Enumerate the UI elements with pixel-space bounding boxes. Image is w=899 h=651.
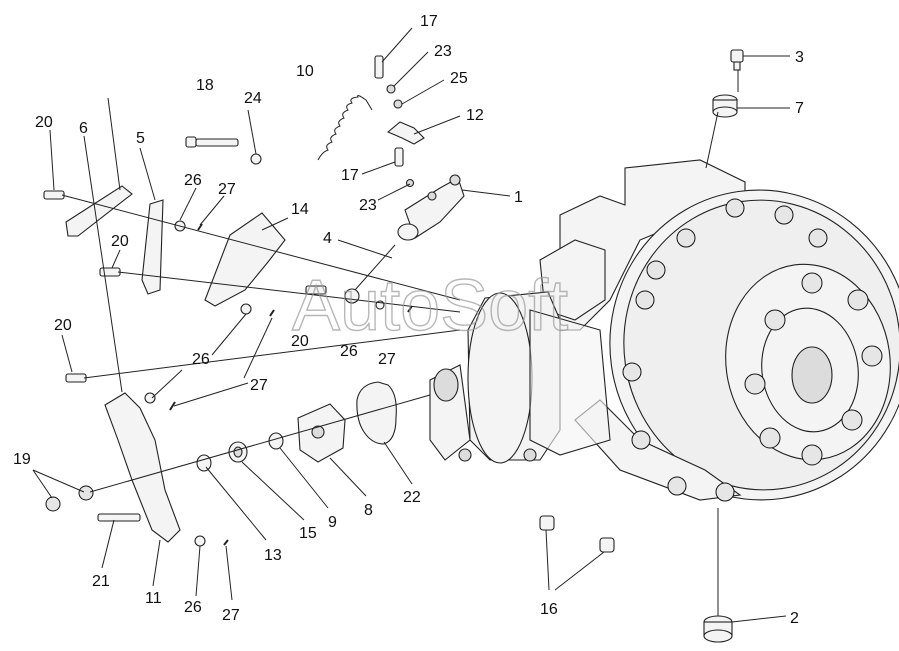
callout-22: 22 [403, 489, 421, 506]
callout-24: 24 [244, 90, 262, 107]
part-2-drain-plug [703, 615, 733, 643]
part-23-25-washers [386, 84, 415, 188]
callout-20: 20 [291, 333, 309, 350]
part-17-pins [374, 55, 404, 167]
part-21-pin [97, 513, 141, 522]
callout-5: 5 [136, 130, 145, 147]
part-16-plugs [539, 515, 615, 553]
part-13-washer [196, 454, 212, 472]
callout-11: 11 [145, 590, 162, 607]
callout-20: 20 [111, 233, 129, 250]
part-3-breather [730, 49, 744, 71]
callout-20: 20 [54, 317, 72, 334]
hub-stud-nuts [744, 272, 883, 466]
callout-27: 27 [218, 181, 236, 198]
part-1-valve [397, 174, 465, 241]
part-11-lever [104, 392, 181, 543]
callout-19: 19 [13, 451, 31, 468]
callout-18: 18 [196, 77, 214, 94]
callout-25: 25 [450, 70, 468, 87]
leader-lines [32, 27, 790, 623]
callout-23: 23 [359, 197, 377, 214]
callout-21: 21 [92, 573, 110, 590]
callout-16: 16 [540, 601, 558, 618]
callout-3: 3 [795, 49, 804, 66]
part-24-washer [250, 153, 262, 165]
part-22-gasket [356, 381, 397, 445]
callout-27: 27 [222, 607, 240, 624]
callout-27: 27 [378, 351, 396, 368]
callout-26: 26 [184, 599, 202, 616]
brake-housing [429, 291, 611, 464]
callout-17: 17 [341, 167, 359, 184]
callout-6: 6 [79, 120, 88, 137]
part-8-cover [297, 403, 346, 463]
callout-10: 10 [296, 63, 314, 80]
part-5-lever [141, 199, 164, 295]
callout-2: 2 [790, 610, 799, 627]
callout-1: 1 [514, 189, 523, 206]
part-12-bracket [386, 121, 425, 145]
callout-26: 26 [340, 343, 358, 360]
watermark-autosoft: AutoSoft [292, 266, 568, 346]
part-9-o-ring [268, 432, 284, 450]
callout-9: 9 [328, 514, 337, 531]
hub-housing [539, 159, 899, 501]
callout-labels: 17 23 25 12 3 7 10 18 24 20 6 5 26 27 17… [13, 13, 804, 627]
callout-26: 26 [184, 172, 202, 189]
part-7-plug [712, 94, 738, 118]
callout-26: 26 [192, 351, 210, 368]
part-6-lever [65, 185, 133, 237]
callout-4: 4 [323, 230, 332, 247]
callout-14: 14 [291, 201, 309, 218]
flange-bolts [622, 198, 828, 502]
callout-8: 8 [364, 502, 373, 519]
callout-23: 23 [434, 43, 452, 60]
callout-17: 17 [420, 13, 438, 30]
part-10-spring [317, 95, 373, 161]
part-27-cotter-pins [169, 223, 413, 546]
callout-15: 15 [299, 525, 317, 542]
part-19-nuts [45, 485, 94, 512]
callout-27: 27 [250, 377, 268, 394]
callout-13: 13 [264, 547, 282, 564]
part-26-washers [144, 220, 385, 547]
part-14-plate [204, 212, 286, 307]
callout-12: 12 [466, 107, 484, 124]
part-18-bolt [185, 136, 239, 148]
callout-7: 7 [795, 100, 804, 117]
callout-20: 20 [35, 114, 53, 131]
